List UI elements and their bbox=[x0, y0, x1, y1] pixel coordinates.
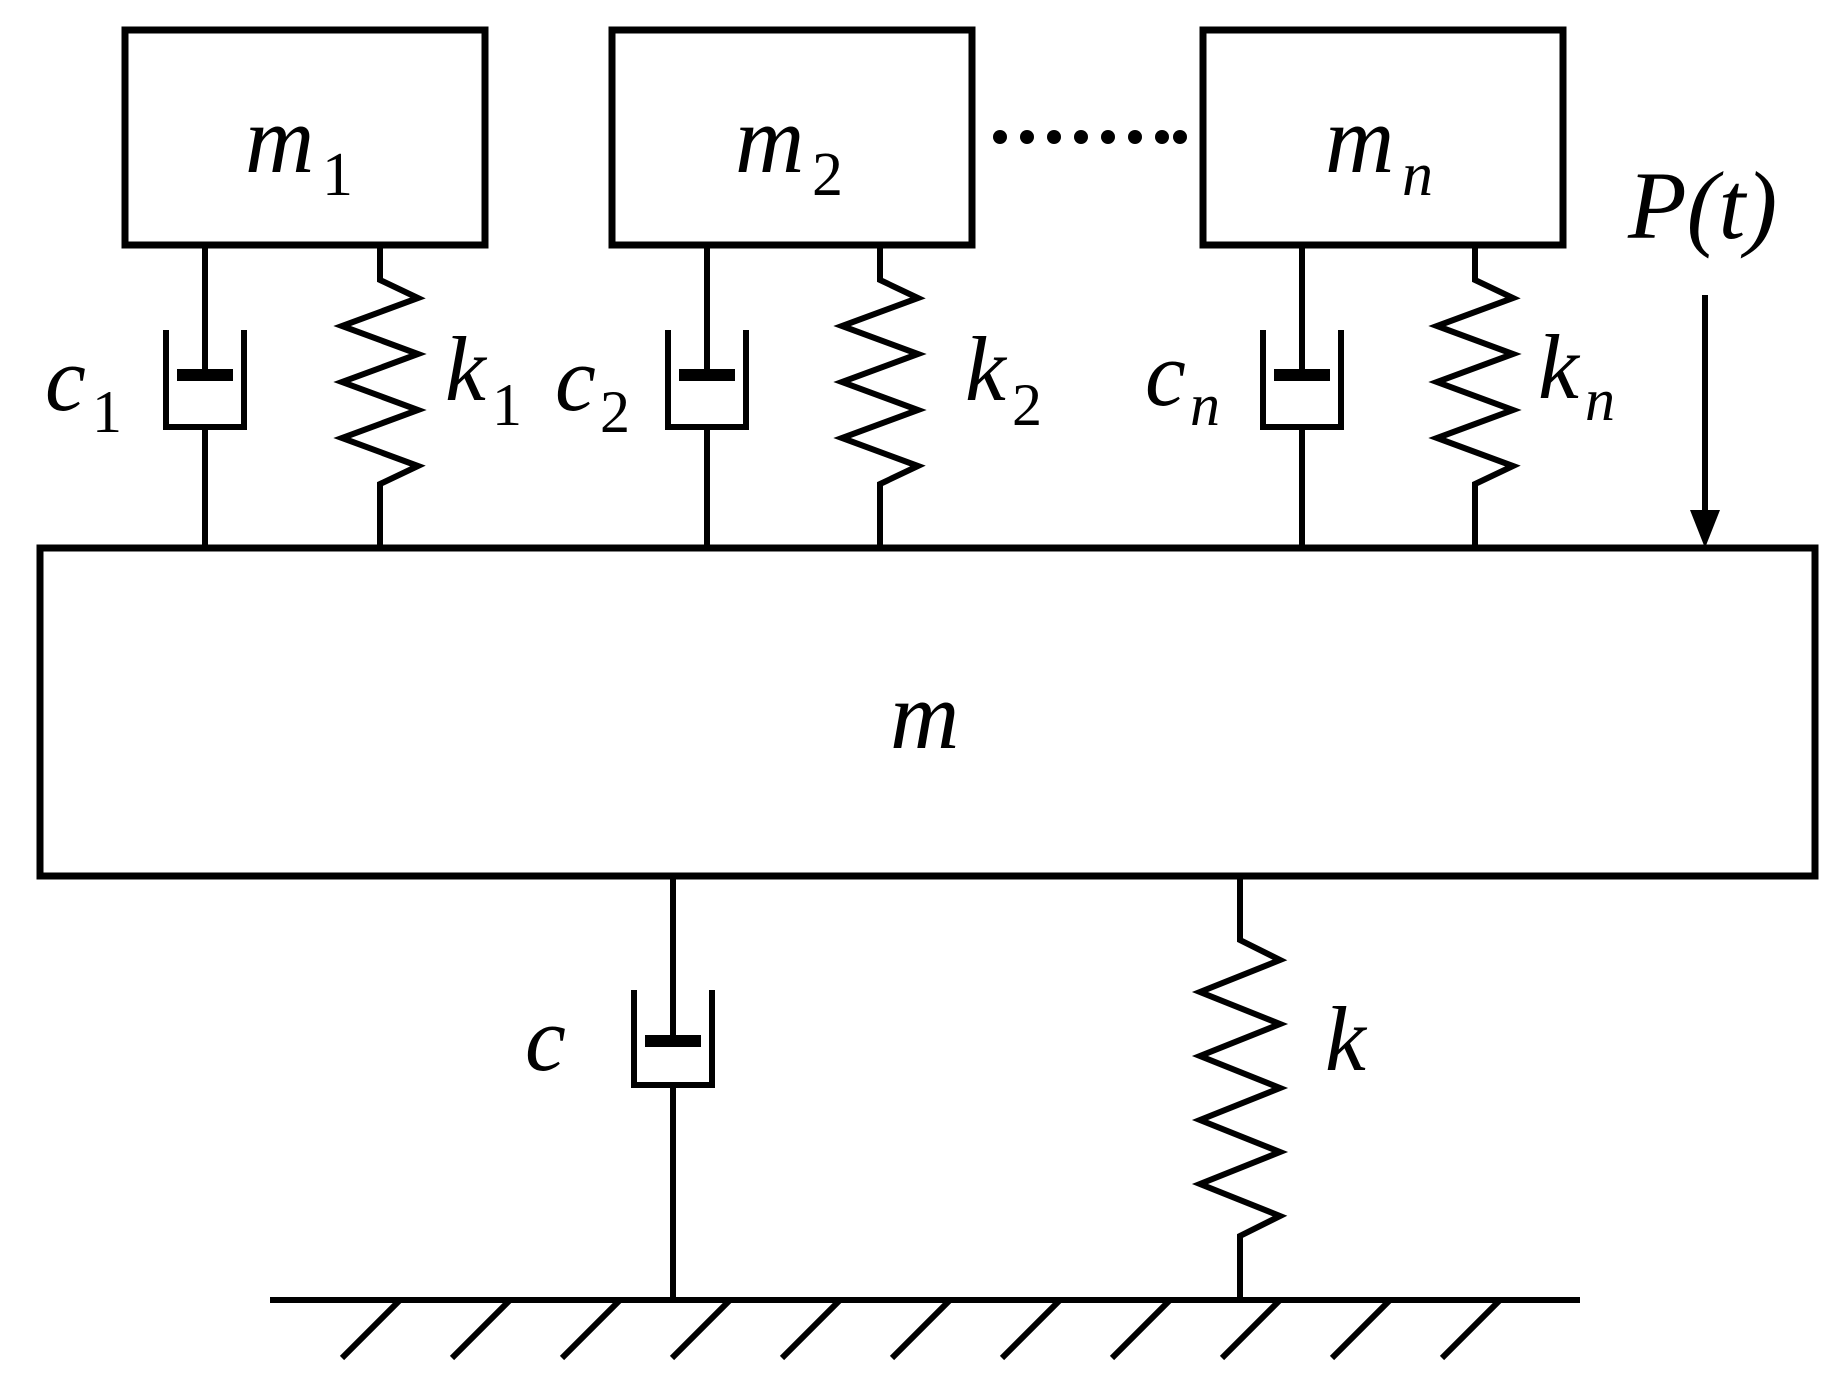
force-label: P(t) bbox=[1627, 152, 1777, 259]
mass-1: m 1 bbox=[121, 26, 489, 249]
mass-2: m 2 bbox=[608, 26, 976, 249]
spring-1-label: k 1 bbox=[445, 318, 522, 438]
damper-n bbox=[1260, 245, 1344, 548]
damper-1-label: c 1 bbox=[45, 328, 122, 445]
ellipsis-dots bbox=[993, 130, 1187, 144]
base-spring-label: k bbox=[1325, 988, 1368, 1090]
damper-2-label: c 2 bbox=[555, 328, 630, 445]
mass-n: m n bbox=[1199, 26, 1567, 249]
damper-2 bbox=[665, 245, 749, 548]
damper-n-symbol: c bbox=[1145, 323, 1186, 425]
damper-1-subscript: 1 bbox=[92, 379, 122, 445]
main-mass-symbol: m bbox=[890, 662, 959, 769]
base-damper bbox=[631, 876, 715, 1300]
ground bbox=[270, 1297, 1580, 1361]
damper-1 bbox=[163, 245, 247, 548]
main-mass: m bbox=[36, 544, 1819, 880]
spring-2-label: k 2 bbox=[965, 318, 1042, 438]
spring-1 bbox=[333, 245, 427, 548]
force-arrow bbox=[1690, 295, 1720, 548]
spring-1-symbol: k bbox=[445, 318, 488, 420]
damper-2-symbol: c bbox=[555, 328, 596, 430]
mass-2-symbol: m bbox=[735, 86, 804, 193]
damper-1-symbol: c bbox=[45, 328, 86, 430]
mass-2-subscript: 2 bbox=[812, 141, 843, 209]
mass-n-symbol: m bbox=[1325, 86, 1394, 193]
spring-n-subscript: n bbox=[1585, 367, 1615, 433]
mass-1-subscript: 1 bbox=[322, 141, 353, 209]
spring-2-symbol: k bbox=[965, 318, 1008, 420]
mass-n-subscript: n bbox=[1402, 141, 1433, 209]
spring-2 bbox=[833, 245, 927, 548]
damper-n-label: c n bbox=[1145, 323, 1220, 438]
damper-n-subscript: n bbox=[1190, 372, 1220, 438]
base-spring bbox=[1191, 876, 1289, 1300]
spring-2-subscript: 2 bbox=[1012, 372, 1042, 438]
spring-n-label: k n bbox=[1538, 316, 1615, 433]
mass-1-symbol: m bbox=[245, 86, 314, 193]
spring-1-subscript: 1 bbox=[492, 372, 522, 438]
base-damper-label: c bbox=[525, 988, 566, 1090]
damper-2-subscript: 2 bbox=[600, 379, 630, 445]
spring-n bbox=[1428, 245, 1522, 548]
spring-n-symbol: k bbox=[1538, 316, 1581, 418]
